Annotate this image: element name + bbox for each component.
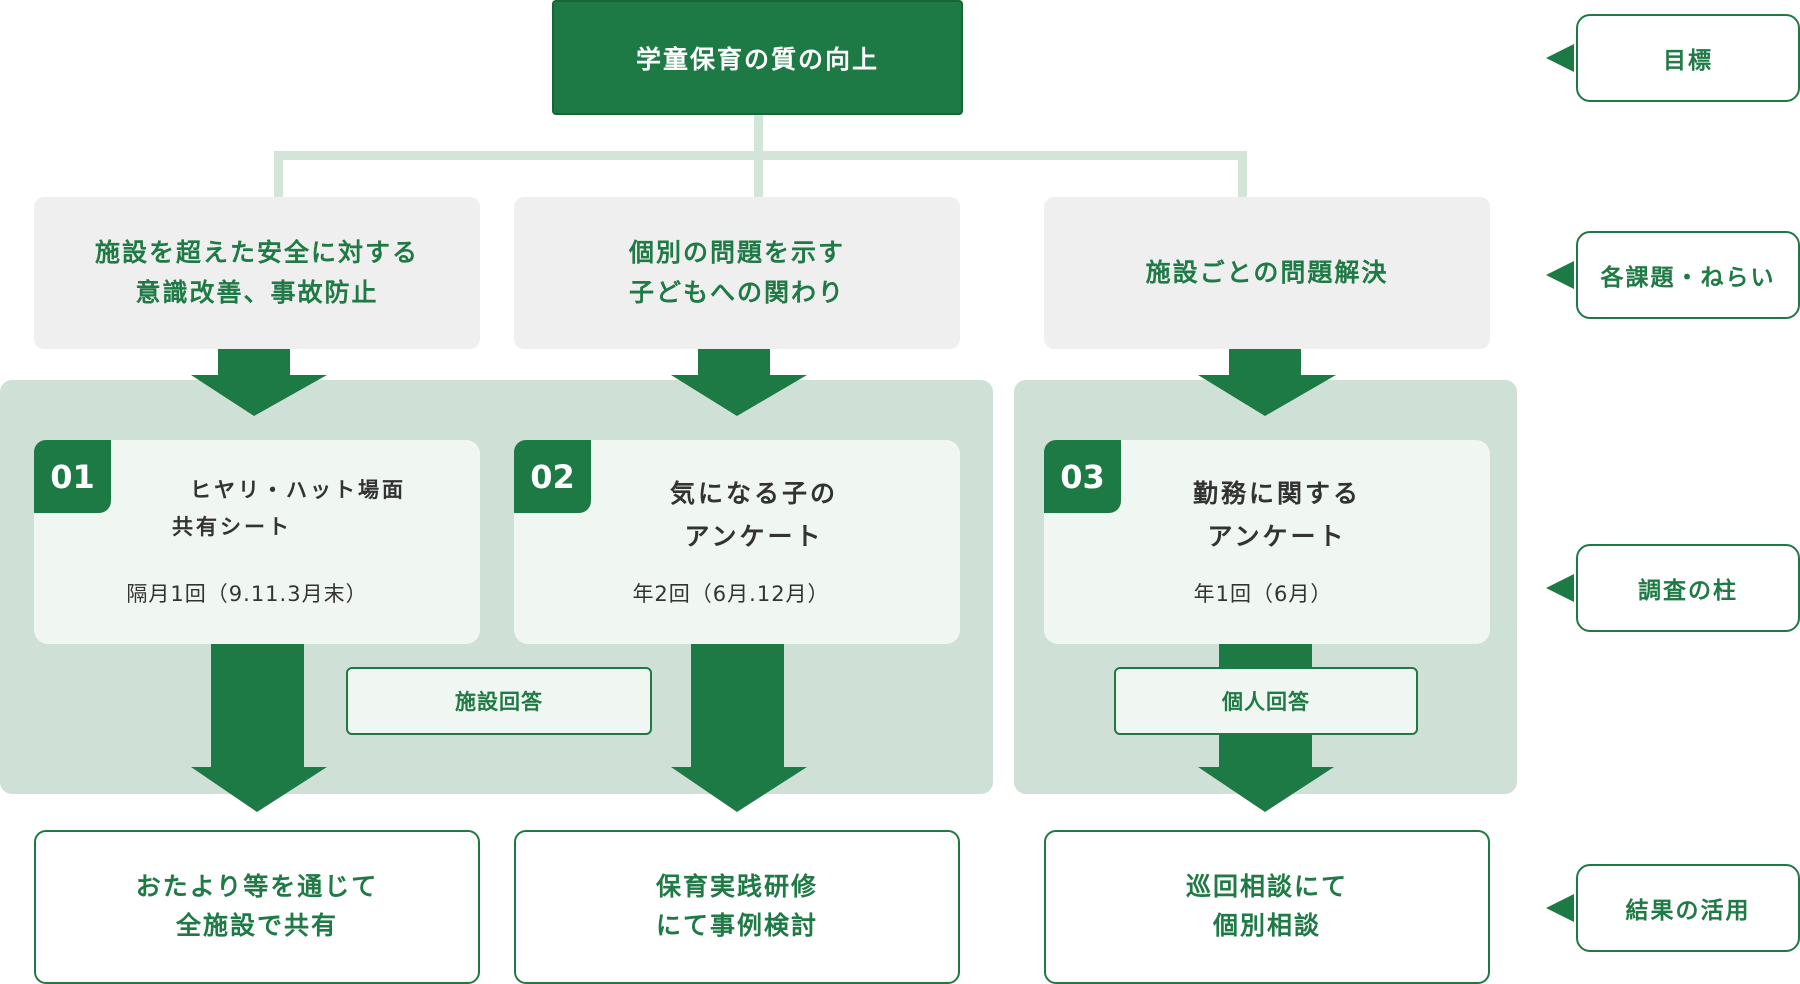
survey-card-2: 02 気になる子の アンケート 年2回（6月.12月） — [514, 440, 960, 644]
facility-answer-tag: 施設回答 — [346, 667, 652, 735]
survey-3-number: 03 — [1044, 440, 1121, 513]
survey-1-title1: ヒヤリ・ハット場面 — [190, 478, 406, 502]
survey-3-title2: アンケート — [1207, 522, 1347, 551]
goal-box: 学童保育の質の向上 — [552, 0, 963, 115]
result-1-line1: おたより等を通じて — [135, 872, 379, 902]
survey-1-number: 01 — [34, 440, 111, 513]
connector-horizontal — [274, 151, 1247, 160]
survey-3-title1: 勤務に関する — [1192, 479, 1361, 508]
result-3-line1: 巡回相談にて — [1185, 872, 1348, 902]
survey-2-title2: アンケート — [684, 522, 824, 551]
pointer-themes — [1546, 261, 1574, 289]
connector-left — [274, 151, 283, 197]
survey-2-title1: 気になる子の — [669, 479, 838, 508]
arrow-result-1 — [191, 644, 327, 812]
survey-1-schedule: 隔月1回（9.11.3月末） — [126, 582, 368, 606]
individual-answer-text: 個人回答 — [1222, 690, 1310, 714]
theme-1-line1: 施設を超えた安全に対する — [94, 238, 419, 267]
connector-right — [1238, 151, 1247, 197]
label-goal: 目標 — [1576, 14, 1800, 102]
result-box-3: 巡回相談にて 個別相談 — [1044, 830, 1490, 984]
label-goal-text: 目標 — [1663, 48, 1713, 74]
survey-3-schedule: 年1回（6月） — [1193, 582, 1333, 606]
result-2-line2: にて事例検討 — [655, 911, 818, 940]
result-3-line2: 個別相談 — [1212, 911, 1321, 940]
survey-2-number: 02 — [514, 440, 591, 513]
result-1-line2: 全施設で共有 — [175, 911, 338, 940]
arrow-down-1 — [191, 349, 327, 416]
result-box-2: 保育実践研修 にて事例検討 — [514, 830, 960, 984]
arrow-down-3 — [1198, 349, 1336, 416]
label-pillars-text: 調査の柱 — [1638, 578, 1738, 604]
theme-box-2: 個別の問題を示す 子どもへの関わり — [514, 197, 960, 349]
survey-card-1: 01 ヒヤリ・ハット場面 共有シート 隔月1回（9.11.3月末） — [34, 440, 480, 644]
theme-2-line1: 個別の問題を示す — [628, 238, 845, 267]
result-2-line1: 保育実践研修 — [655, 872, 818, 902]
label-pillars: 調査の柱 — [1576, 544, 1800, 632]
label-themes: 各課題・ねらい — [1576, 231, 1800, 319]
pointer-goal — [1546, 44, 1574, 72]
pointer-results — [1546, 894, 1574, 922]
survey-card-3: 03 勤務に関する アンケート 年1回（6月） — [1044, 440, 1490, 644]
survey-2-schedule: 年2回（6月.12月） — [632, 582, 830, 606]
survey-1-title2: 共有シート — [172, 515, 292, 539]
result-box-1: おたより等を通じて 全施設で共有 — [34, 830, 480, 984]
pointer-pillars — [1546, 574, 1574, 602]
theme-box-3: 施設ごとの問題解決 — [1044, 197, 1490, 349]
label-results: 結果の活用 — [1576, 864, 1800, 952]
arrow-result-2 — [671, 644, 807, 812]
theme-box-1: 施設を超えた安全に対する 意識改善、事故防止 — [34, 197, 480, 349]
theme-2-line2: 子どもへの関わり — [628, 278, 845, 307]
individual-answer-tag: 個人回答 — [1114, 667, 1418, 735]
label-results-text: 結果の活用 — [1625, 898, 1751, 924]
arrow-down-2 — [671, 349, 807, 416]
facility-answer-text: 施設回答 — [455, 690, 543, 714]
theme-1-line2: 意識改善、事故防止 — [135, 278, 379, 307]
label-themes-text: 各課題・ねらい — [1600, 265, 1776, 291]
goal-text: 学童保育の質の向上 — [635, 44, 879, 74]
theme-3-line1: 施設ごとの問題解決 — [1145, 258, 1389, 287]
